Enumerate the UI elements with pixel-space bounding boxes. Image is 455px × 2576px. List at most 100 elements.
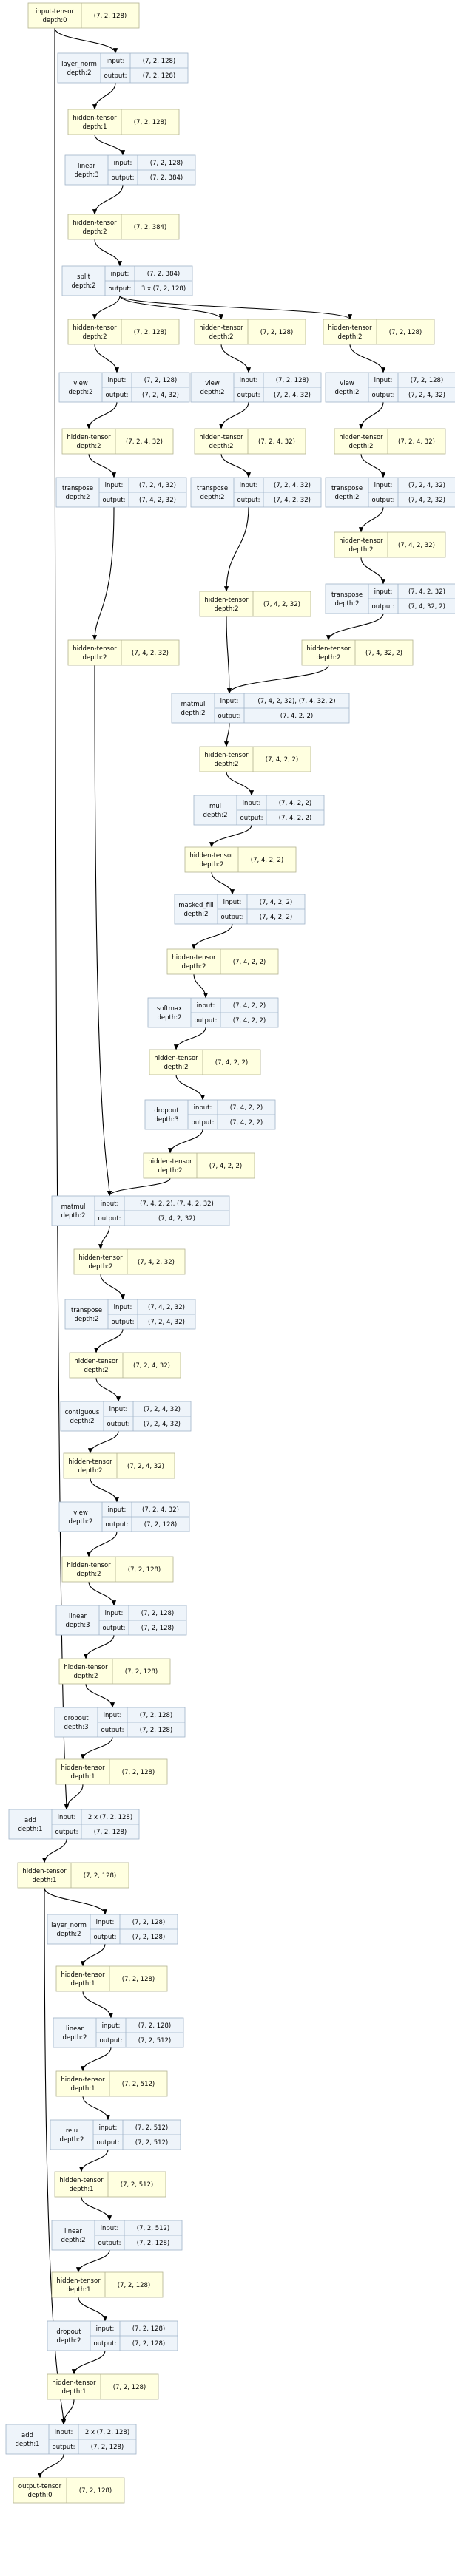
module-label: linear [78,163,96,170]
tensor-box [149,1049,261,1075]
output-caption: output: [106,1521,129,1529]
tensor-box [61,428,174,455]
tensor-box [61,1556,174,1583]
output-shape: (7, 2, 128) [143,72,175,80]
output-shape: (7, 2, 128) [132,1934,165,1941]
edge-arrow [80,2047,112,2072]
input-caption: input: [96,2325,115,2333]
edge-arrow [223,722,230,747]
tensor-shape: (7, 2, 128) [84,1872,116,1880]
output-caption: output: [94,1934,117,1941]
edge-arrow [82,2096,111,2121]
edge-arrow [98,1225,110,1250]
module-label: linear [69,1613,87,1620]
tensor-box [199,746,311,772]
edge-arrow [119,295,352,320]
input-caption: input: [114,160,132,167]
edge-arrow [92,184,124,215]
output-shape: (7, 4, 2, 32) [139,497,176,504]
input-caption: input: [194,1104,212,1112]
tensor-box [199,591,311,617]
output-caption: output: [372,603,395,611]
module-label: transpose [331,591,363,599]
tensor-shape: (7, 2, 384) [134,224,166,231]
output-caption: output: [55,1829,78,1836]
input-caption: input: [240,377,258,384]
tensor-box [73,1248,186,1275]
input-shape: (7, 2, 4, 32) [408,482,445,489]
tensor-depth: depth:2 [88,1263,112,1271]
tensor-label: hidden-tensor [339,434,383,441]
module-depth: depth:2 [200,389,224,396]
edge-arrow [37,2453,64,2478]
tensor-shape: (7, 2, 512) [121,2181,153,2189]
tensor-depth: depth:1 [66,2286,90,2294]
tensor-depth: depth:2 [164,1064,188,1071]
module-label: dropout [56,2328,81,2336]
input-caption: input: [96,1919,115,1926]
tensor-depth: depth:2 [82,228,107,236]
module-label: dropout [154,1107,179,1115]
output-caption: output: [192,1119,215,1126]
module-label: dropout [64,1715,89,1722]
input-caption: input: [102,2022,121,2030]
tensor-box [27,2,140,29]
output-caption: output: [103,1625,126,1632]
tensor-label: hidden-tensor [67,1562,111,1569]
tensor-box [54,2171,166,2198]
input-caption: input: [374,377,393,384]
tensor-label: hidden-tensor [22,1868,67,1875]
output-shape: 3 x (7, 2, 128) [141,285,186,293]
edge-arrow [94,134,126,156]
tensor-label: hidden-tensor [339,537,383,545]
edge-arrow [94,665,112,1197]
module-depth: depth:2 [200,494,224,501]
edge-arrow [92,506,115,641]
tensor-label: hidden-tensor [306,645,351,653]
tensor-depth: depth:2 [76,1571,101,1578]
edge-arrow [94,344,120,373]
output-caption: output: [94,2340,117,2348]
output-caption: output: [112,1319,135,1326]
edge-arrow [86,1531,118,1557]
output-caption: output: [98,1215,121,1223]
edge-arrow [78,2149,109,2172]
module-label: linear [66,2025,84,2033]
input-shape: (7, 2, 128) [132,1919,165,1926]
input-caption: input: [101,1200,119,1208]
edge-arrow [83,1634,115,1659]
module-depth: depth:1 [15,2441,39,2448]
module-depth: depth:2 [59,2136,84,2144]
input-shape: (7, 2, 512) [137,2225,169,2232]
tensor-shape: (7, 2, 128) [125,1668,158,1676]
module-label: transpose [62,485,93,492]
module-label: softmax [157,1005,182,1013]
tensor-label: hidden-tensor [68,1458,112,1466]
tensor-depth: depth:1 [70,1980,95,1988]
input-caption: input: [111,271,129,278]
output-caption: output: [237,497,260,504]
input-shape: (7, 2, 384) [147,271,180,278]
edge-arrow [88,1581,117,1606]
edge-arrow [220,344,252,373]
input-shape: (7, 4, 2, 32) [148,1304,185,1311]
output-caption: output: [109,285,132,293]
edge-arrow [81,2196,112,2221]
tensor-box [184,846,297,873]
module-label: add [21,2432,33,2439]
edge-arrow [78,2297,108,2322]
module-label: view [73,380,88,387]
input-shape: (7, 4, 2, 2) [230,1104,263,1112]
input-shape: (7, 2, 4, 32) [144,1406,181,1413]
